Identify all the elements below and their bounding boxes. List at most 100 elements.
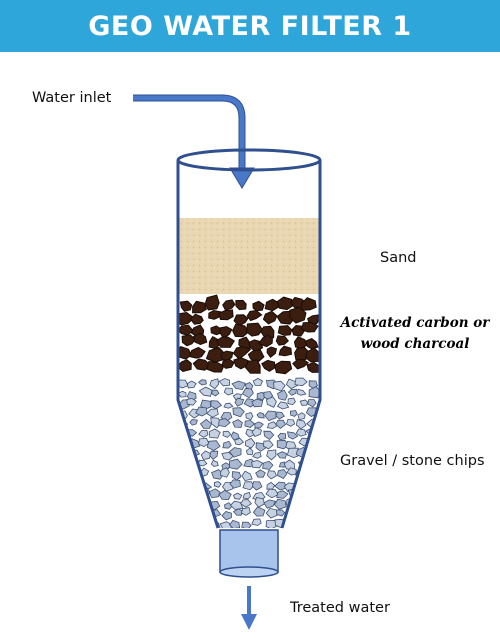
charcoal-lump	[222, 299, 236, 311]
gravel-chip	[242, 481, 255, 491]
charcoal-lump	[276, 296, 294, 311]
gravel-chip	[241, 521, 252, 528]
gravel-chip	[218, 489, 232, 501]
gravel-chip	[210, 459, 219, 467]
inlet-label: Water inlet	[32, 90, 112, 106]
gravel-chip	[307, 492, 317, 500]
gravel-chip	[222, 440, 232, 449]
gravel-chip	[198, 429, 209, 438]
gravel-chip	[209, 450, 219, 461]
gravel-chip	[208, 428, 221, 439]
charcoal-lump	[244, 359, 261, 374]
charcoal-lump	[178, 324, 194, 336]
charcoal-lump	[262, 310, 278, 325]
gravel-chip	[178, 458, 187, 468]
gravel-chip	[188, 482, 199, 491]
gravel-chip	[198, 386, 213, 397]
gravel-chip	[244, 420, 256, 429]
outlet-label: Treated water	[290, 600, 390, 616]
gravel-label: Gravel / stone chips	[340, 453, 485, 469]
charcoal-lump	[306, 362, 320, 373]
gravel-chip	[178, 467, 185, 477]
gravel-chip	[298, 482, 308, 492]
gravel-chip	[199, 520, 212, 528]
gravel-chip	[222, 430, 232, 438]
gravel-chip	[295, 520, 310, 528]
charcoal-lump	[257, 334, 274, 348]
gravel-chip	[306, 499, 318, 511]
gravel-chip	[277, 432, 287, 441]
gravel-chip	[240, 499, 253, 508]
gravel-chip	[206, 440, 221, 451]
charcoal-lump	[291, 324, 305, 337]
gravel-chip	[266, 481, 275, 490]
gravel-chip	[209, 378, 220, 390]
gravel-chip	[296, 388, 307, 396]
gravel-chip	[263, 430, 275, 441]
sand-layer	[178, 218, 320, 294]
gravel-chip	[277, 389, 288, 401]
gravel-chip	[295, 419, 307, 430]
outlet-nozzle-bottom	[219, 566, 279, 578]
gravel-chip	[251, 398, 264, 408]
gravel-chip	[211, 389, 220, 397]
charcoal-lump	[192, 358, 211, 371]
charcoal-lump	[204, 294, 220, 311]
gravel-chip	[299, 399, 309, 406]
gravel-chip	[178, 450, 189, 460]
gravel-chip	[213, 481, 222, 488]
charcoal-lump	[300, 297, 317, 311]
gravel-chip	[294, 377, 308, 387]
charcoal-lump	[246, 309, 263, 322]
gravel-chip	[232, 419, 243, 428]
charcoal-lump	[232, 323, 250, 338]
gravel-chip	[221, 511, 232, 521]
charcoal-lump	[292, 358, 310, 370]
charcoal-lump	[247, 349, 265, 364]
carbon-label: Activated carbon or wood charcoal	[330, 313, 500, 355]
gravel-chip	[276, 490, 289, 499]
charcoal-lump	[300, 321, 319, 333]
gravel-chip	[308, 386, 320, 399]
charcoal-lump	[235, 299, 247, 311]
gravel-chip	[264, 410, 277, 422]
inlet-pipe	[133, 94, 246, 170]
charcoal-lump	[274, 360, 293, 375]
gravel-chip	[178, 379, 189, 389]
gravel-chip	[308, 457, 320, 467]
gravel-chip	[219, 467, 230, 478]
gravel-chip	[288, 511, 299, 520]
inlet-arrowhead	[229, 167, 255, 189]
gravel-chip	[266, 449, 277, 461]
gravel-chip	[265, 488, 279, 499]
gravel-chip	[234, 437, 245, 446]
gravel-chip	[232, 407, 245, 418]
inlet-pipe-fill	[133, 95, 245, 170]
gravel-chip	[198, 437, 210, 448]
gravel-chip	[178, 390, 187, 398]
charcoal-lump	[188, 346, 206, 359]
gravel-chip	[251, 518, 262, 526]
gravel-chip	[251, 481, 263, 491]
gravel-chip	[295, 499, 308, 509]
gravel-chip	[178, 510, 190, 521]
gravel-chip	[187, 497, 199, 506]
gravel-chip	[195, 406, 208, 417]
gravel-chip	[299, 490, 311, 499]
gravel-chip	[287, 388, 298, 396]
gravel-chip	[286, 519, 297, 528]
gravel-chip	[286, 419, 296, 427]
charcoal-lump	[266, 346, 278, 359]
gravel-chip	[178, 480, 186, 488]
carbon-label-line1: Activated carbon or	[340, 315, 490, 331]
gravel-chip	[312, 438, 320, 448]
gravel-chip	[256, 412, 265, 419]
charcoal-lump	[178, 359, 192, 372]
charcoal-lump	[215, 336, 235, 348]
gravel-chip	[231, 471, 242, 481]
gravel-chip	[178, 430, 187, 438]
gravel-chip	[310, 471, 320, 480]
charcoal-lump	[289, 306, 307, 324]
gravel-chip	[252, 452, 262, 459]
filter-vessel	[176, 160, 322, 529]
